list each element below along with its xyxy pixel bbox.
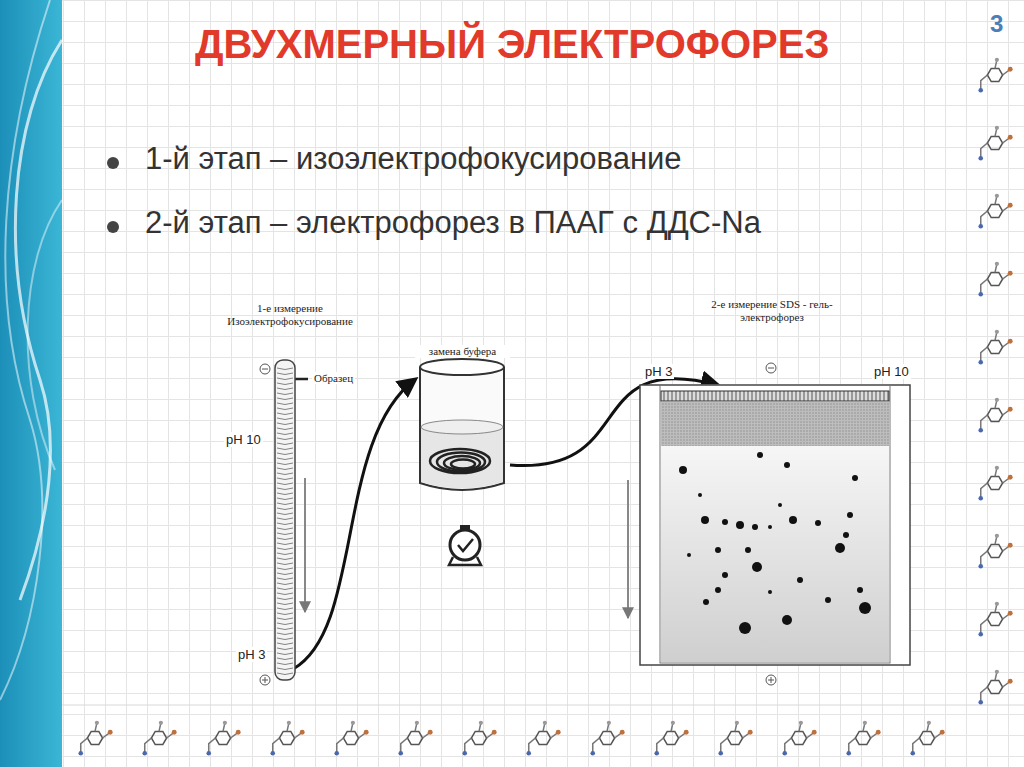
buffer-beaker: замена буфера bbox=[415, 345, 510, 495]
side-band bbox=[0, 0, 62, 767]
bullet-dot bbox=[107, 221, 119, 233]
molecule-icon bbox=[526, 721, 560, 756]
bullet-dot bbox=[107, 157, 119, 169]
node-heading: замена буфера bbox=[415, 345, 510, 358]
ph-label: pH 3 bbox=[236, 647, 267, 662]
molecule-icon bbox=[978, 58, 1012, 93]
sample-label: Образец bbox=[312, 372, 355, 384]
plus-electrode bbox=[260, 675, 270, 685]
node-heading: 2-е измерение SDS - гель-электрофорез bbox=[697, 298, 847, 323]
molecule-icon bbox=[782, 721, 816, 756]
direction-arrow bbox=[304, 478, 306, 612]
plus-electrode bbox=[766, 675, 776, 685]
direction-arrow bbox=[627, 480, 629, 618]
sds-gel-art bbox=[635, 298, 910, 668]
molecule-icon bbox=[978, 262, 1012, 297]
molecule-icon bbox=[206, 721, 240, 756]
molecule-icon bbox=[978, 534, 1012, 569]
molecule-icon bbox=[978, 670, 1012, 705]
sds-gel: 2-е измерение SDS - гель-электрофорез bbox=[635, 298, 910, 668]
bullet-text: 2-й этап – электрофорез в ПААГ с ДДС-Na bbox=[145, 205, 761, 241]
molecule-icon bbox=[978, 398, 1012, 433]
molecule-icon bbox=[334, 721, 368, 756]
molecule-icon bbox=[462, 721, 496, 756]
ph-label: pH 3 bbox=[643, 364, 674, 379]
minus-electrode bbox=[766, 363, 776, 373]
molecule-icon bbox=[910, 721, 944, 756]
ph-label: pH 10 bbox=[872, 364, 911, 379]
molecule-icon bbox=[978, 330, 1012, 365]
ph-label: pH 10 bbox=[224, 432, 263, 447]
molecule-icon bbox=[270, 721, 304, 756]
ief-tube: 1-е измерение Изоэлектрофокусирование bbox=[200, 302, 380, 682]
molecule-icon bbox=[590, 721, 624, 756]
buffer-beaker-art bbox=[415, 345, 510, 495]
molecule-icon bbox=[78, 721, 112, 756]
minus-electrode bbox=[260, 364, 270, 374]
ief-tube-art bbox=[200, 302, 380, 682]
molecule-icon bbox=[654, 721, 688, 756]
molecule-icon bbox=[978, 602, 1012, 637]
timer-icon bbox=[449, 525, 481, 565]
node-heading: 1-е измерение Изоэлектрофокусирование bbox=[220, 302, 360, 327]
molecule-icon bbox=[978, 194, 1012, 229]
flow-arrow bbox=[294, 380, 415, 669]
molecule-icon bbox=[142, 721, 176, 756]
slide-number: 3 bbox=[990, 10, 1003, 38]
molecule-icon bbox=[718, 721, 752, 756]
molecule-icon bbox=[846, 721, 880, 756]
molecule-border bbox=[78, 58, 1012, 756]
molecule-icon bbox=[398, 721, 432, 756]
slide-title: ДВУХМЕРНЫЙ ЭЛЕКТРОФОРЕЗ bbox=[195, 22, 829, 67]
bullet-text: 1-й этап – изоэлектрофокусирование bbox=[145, 141, 682, 177]
molecule-icon bbox=[978, 126, 1012, 161]
molecule-icon bbox=[978, 466, 1012, 501]
